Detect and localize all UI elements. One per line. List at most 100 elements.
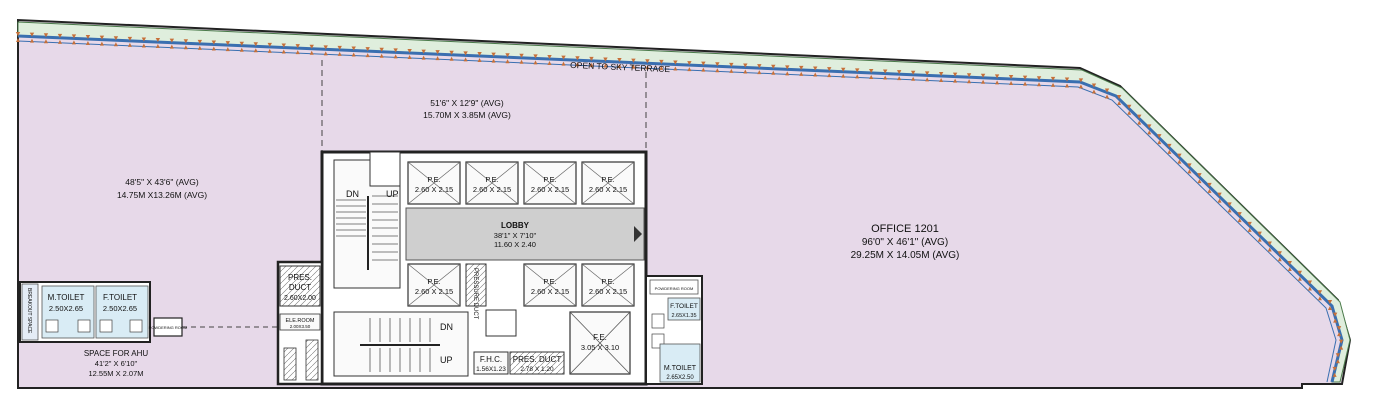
planter-marker xyxy=(183,39,189,44)
right-powder-room xyxy=(649,279,699,295)
planter-marker xyxy=(477,51,482,56)
planter-marker xyxy=(841,67,846,72)
left-f-toilet-size: 2.50X2.65 xyxy=(103,304,137,313)
planter-marker xyxy=(533,54,538,59)
planter-marker xyxy=(169,44,174,49)
planter-marker xyxy=(1335,359,1340,364)
planter-marker xyxy=(1167,149,1172,154)
planter-marker xyxy=(57,33,63,38)
planter-marker xyxy=(16,38,20,42)
planter-marker xyxy=(1339,345,1344,350)
office-1201-dim-imperial: 96'0" X 46'1" (AVG) xyxy=(862,237,948,248)
lift-label: P.E. xyxy=(543,175,556,184)
planter-marker xyxy=(379,53,384,58)
left-powder-label: POWDERING ROOM xyxy=(149,325,188,330)
planter-marker xyxy=(1009,81,1014,86)
planter-marker xyxy=(393,54,398,59)
planter-marker xyxy=(99,35,105,40)
planter-marker xyxy=(1247,221,1252,226)
planter-marker xyxy=(1338,339,1344,344)
pressure-duct-vertical-label: PRESSURE DUCT xyxy=(472,268,478,320)
planter-marker xyxy=(1091,89,1096,94)
planter-marker xyxy=(1287,260,1292,265)
planter-marker xyxy=(687,67,692,72)
planter-marker xyxy=(1117,101,1122,106)
planter-marker xyxy=(1333,318,1338,323)
lift-3: P.E.2.60 X 2.15 xyxy=(523,161,577,205)
left-powder-room xyxy=(153,317,183,337)
planter-marker xyxy=(938,71,944,76)
fhc-box xyxy=(473,351,509,375)
planter-marker xyxy=(127,36,133,41)
planter-marker xyxy=(155,44,160,49)
lift-label: P.E. xyxy=(543,277,556,286)
lift-4: P.E.2.60 X 2.15 xyxy=(581,161,635,205)
ahu-dim-metric: 12.55M X 2.07M xyxy=(88,369,143,378)
planter-marker xyxy=(631,64,636,69)
right-m-toilet xyxy=(659,343,701,383)
planter-marker xyxy=(113,42,118,47)
planter-marker xyxy=(939,77,944,82)
planter-marker xyxy=(29,38,34,43)
planter-marker xyxy=(645,65,650,70)
planter-marker xyxy=(743,69,748,74)
planter-marker xyxy=(57,39,62,44)
planter-marker xyxy=(547,55,552,60)
pres-duct-bottom-box xyxy=(509,351,565,375)
planter-marker xyxy=(910,70,916,75)
right-powder-label: POWDERING ROOM xyxy=(655,286,694,291)
planter-marker xyxy=(1227,208,1232,213)
planter-marker xyxy=(463,57,468,62)
planter-marker xyxy=(799,71,804,76)
lift-label: P.E. xyxy=(427,277,440,286)
pres-duct-bottom-size: 2.78 X 1.20 xyxy=(520,366,554,373)
planter-marker xyxy=(309,44,314,49)
lift-1: P.E.2.60 X 2.15 xyxy=(407,161,461,205)
planter-marker xyxy=(253,48,258,53)
planter-marker xyxy=(197,39,203,44)
planter-marker xyxy=(1064,77,1070,82)
planter-marker xyxy=(1267,247,1272,252)
planter-marker xyxy=(1277,257,1282,262)
pres-duct-bottom-label: PRES. DUCT xyxy=(513,355,562,364)
planter-marker xyxy=(1307,280,1313,285)
planter-marker xyxy=(1297,270,1303,275)
planter-marker xyxy=(449,56,454,61)
planter-marker xyxy=(757,64,762,69)
lift-2: P.E.2.60 X 2.15 xyxy=(465,161,519,205)
planter-marker xyxy=(561,61,566,66)
planter-marker xyxy=(477,57,482,62)
planter-marker xyxy=(1167,143,1172,148)
lift-6: P.E.2.60 X 2.15 xyxy=(523,263,577,307)
breakout-space xyxy=(21,283,39,341)
lift-size: 2.60 X 2.15 xyxy=(531,185,569,194)
ahu-dim-imperial: 41'2" X 6'10" xyxy=(95,359,138,368)
planter-marker xyxy=(1307,286,1312,291)
planter-marker xyxy=(715,68,720,73)
planter-marker xyxy=(1277,251,1282,256)
planter-marker xyxy=(1157,134,1162,139)
pressure-duct-vertical xyxy=(465,263,487,307)
planter-marker xyxy=(897,76,902,81)
planter-marker xyxy=(1207,188,1212,193)
planter-marker xyxy=(701,61,706,66)
planter-marker xyxy=(351,46,356,51)
planter-marker xyxy=(407,48,412,53)
planter-marker xyxy=(729,68,734,73)
planter-marker xyxy=(1147,124,1152,129)
planter-marker xyxy=(141,43,146,48)
planter-marker xyxy=(1327,305,1332,310)
ele-room-label: ELE.ROOM xyxy=(285,318,314,324)
lobby-dim-imperial: 38'1" X 7'10" xyxy=(494,231,537,240)
planter-marker xyxy=(533,60,538,65)
pres-duct-left-line1: PRES. xyxy=(288,273,312,282)
ele-room-size: 2.00X3.50 xyxy=(290,324,311,329)
planter-marker xyxy=(757,70,762,75)
planter-marker xyxy=(211,40,217,45)
right-f-toilet xyxy=(667,297,701,321)
planter-marker xyxy=(701,67,706,72)
planter-marker xyxy=(882,69,888,74)
planter-marker xyxy=(71,34,77,39)
planter-marker xyxy=(883,75,888,80)
